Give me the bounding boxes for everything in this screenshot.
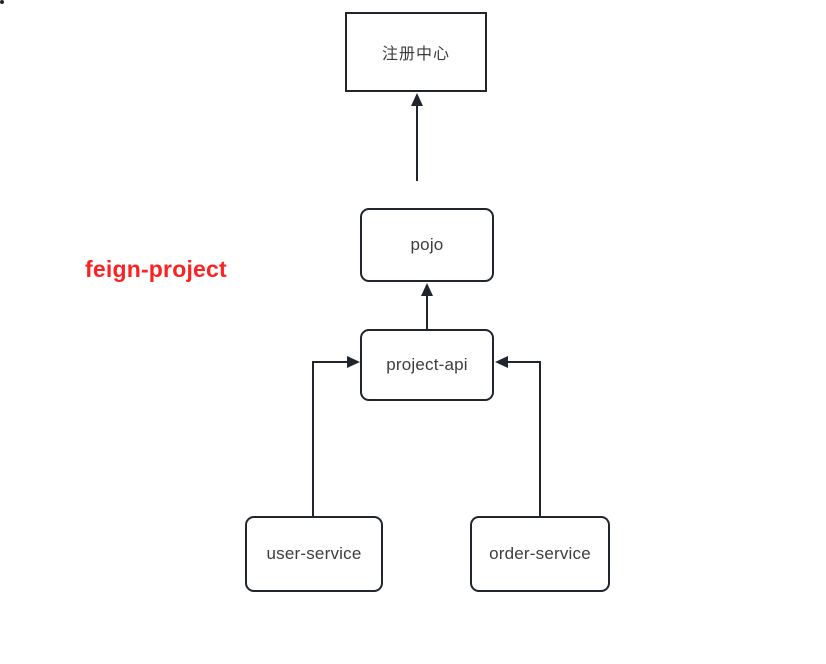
node-registry-center[interactable]: 注册中心 <box>345 12 487 92</box>
edge-line-order-service-horizontal <box>507 361 541 363</box>
node-label-user-service: user-service <box>266 544 362 563</box>
node-user-service[interactable]: user-service <box>245 516 383 592</box>
arrowhead-user-service-to-project-api <box>347 356 360 368</box>
arrowhead-order-service-to-project-api <box>495 356 508 368</box>
edge-line-user-service-vertical <box>312 361 314 517</box>
arrowhead-group-to-registry <box>411 93 423 106</box>
node-label-project-api: project-api <box>386 355 468 374</box>
node-project-api[interactable]: project-api <box>360 329 494 401</box>
node-order-service[interactable]: order-service <box>470 516 610 592</box>
node-label-registry-center: 注册中心 <box>381 46 450 63</box>
edge-line-group-to-registry <box>416 105 418 181</box>
group-container-feign-project[interactable] <box>0 0 4 4</box>
group-label-feign-project: feign-project <box>85 256 227 282</box>
edge-line-order-service-vertical <box>539 361 541 517</box>
node-label-order-service: order-service <box>489 544 591 563</box>
arrowhead-project-api-to-pojo <box>421 283 433 296</box>
edge-line-user-service-horizontal <box>312 361 348 363</box>
node-pojo[interactable]: pojo <box>360 208 494 282</box>
node-label-pojo: pojo <box>410 235 444 254</box>
edge-line-project-api-to-pojo <box>426 295 428 329</box>
